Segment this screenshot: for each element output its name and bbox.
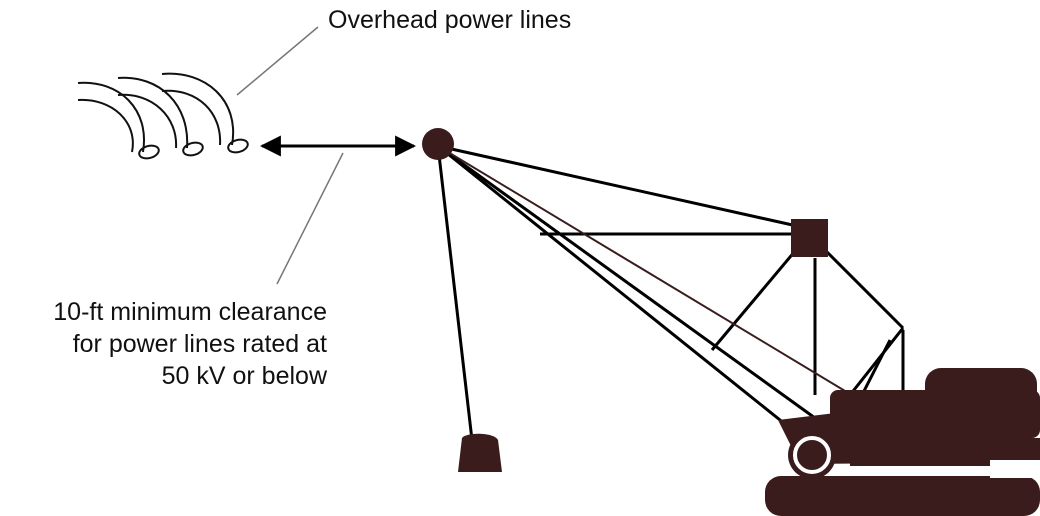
power-line-2 — [117, 76, 204, 157]
clearance-label-line-1: 10-ft minimum clearance — [53, 298, 327, 326]
boom-foot-pin-ring — [793, 436, 831, 474]
hoist-cable — [437, 145, 861, 401]
power-lines-leader — [236, 26, 319, 96]
bucket-icon — [458, 433, 502, 472]
power-line-3 — [161, 72, 249, 154]
clearance-label-line-3: 50 kV or below — [161, 362, 327, 390]
track-gap — [990, 460, 1040, 478]
crane-icon — [422, 128, 1040, 516]
power-line-1 — [77, 81, 160, 160]
boom-tip-sheave — [422, 128, 454, 160]
clearance-label: 10-ft minimum clearance for power lines … — [53, 296, 327, 392]
a-frame-block — [791, 219, 828, 257]
clearance-label-line-2: for power lines rated at — [72, 330, 327, 358]
drag-cable — [436, 145, 474, 441]
power-lines-icon — [77, 72, 249, 160]
power-lines-label: Overhead power lines — [328, 6, 572, 34]
clearance-leader — [276, 152, 344, 285]
